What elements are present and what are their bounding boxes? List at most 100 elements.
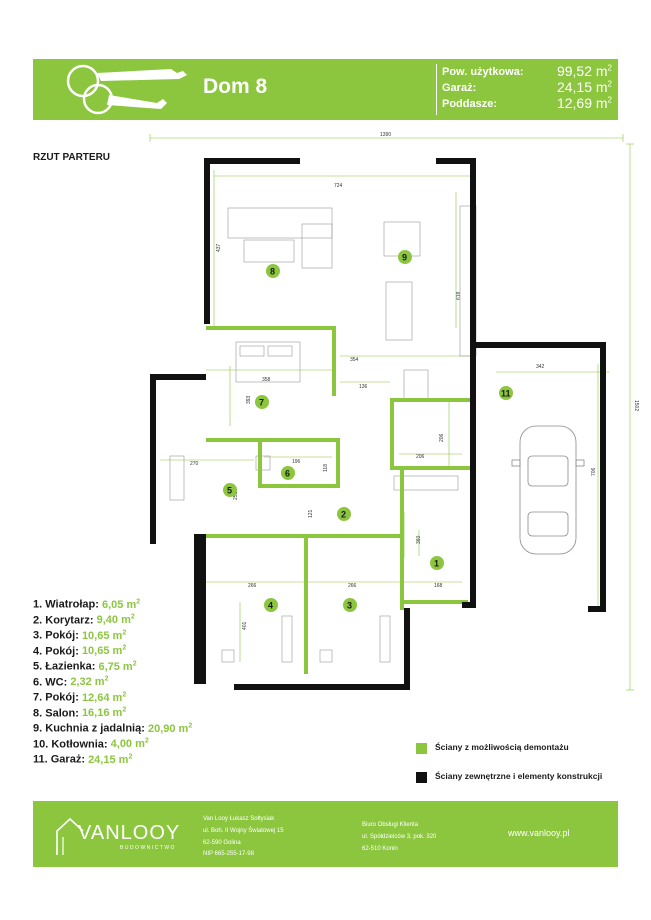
svg-text:5: 5 xyxy=(227,486,232,496)
room-area: 24,15 m2 xyxy=(88,753,133,766)
room-area: 9,40 m2 xyxy=(96,613,135,627)
car-icon xyxy=(511,425,585,555)
dimension-lines xyxy=(149,134,634,691)
room-area: 10,65 m2 xyxy=(81,629,127,642)
svg-text:8: 8 xyxy=(270,267,275,277)
legend-label: Ściany z możliwością demontażu xyxy=(435,742,569,752)
keys-icon xyxy=(66,64,187,115)
svg-text:3: 3 xyxy=(347,601,352,611)
company-line: ul. Boh. II Wojny Światowej 15 xyxy=(203,828,284,834)
room-badges: 8 9 7 11 6 5 2 1 4 3 xyxy=(223,250,513,612)
company-line: NIP 665-255-17-98 xyxy=(203,851,254,857)
room-list-item: 9. Kuchnia z jadalnią: 20,90 m2 xyxy=(33,722,192,738)
svg-text:2: 2 xyxy=(341,510,346,520)
dim-total-height: 1502 xyxy=(633,400,639,411)
room-number: 1. xyxy=(33,598,43,611)
room-area: 6,75 m2 xyxy=(98,660,137,673)
room-list-item: 11. Garaż: 24,15 m2 xyxy=(33,753,192,769)
room-list-item: 4. Pokój: 10,65 m2 xyxy=(33,645,192,661)
floor-plan: 1390 1502 724 437 618 358 393 354 136 20… xyxy=(149,132,639,691)
dim-label: 251 xyxy=(233,491,239,500)
header-divider xyxy=(436,64,437,115)
room-number: 10. xyxy=(33,738,49,751)
office-line: Biuro Obsługi Klienta xyxy=(362,822,419,828)
footer-banner: VANLOOY BUDOWNICTWO Van Looy Łukasz Sołt… xyxy=(33,801,618,867)
dim-label: 266 xyxy=(348,583,357,589)
dim-label: 354 xyxy=(350,357,359,363)
dim-label: 358 xyxy=(262,377,271,383)
dim-label: 618 xyxy=(456,291,462,300)
room-name: Korytarz: xyxy=(45,614,94,627)
plan-subtitle: RZUT PARTERU xyxy=(33,152,111,163)
svg-text:4: 4 xyxy=(268,601,273,611)
svg-text:1: 1 xyxy=(434,559,439,569)
room-area: 4,00 m2 xyxy=(110,737,149,751)
dim-label: 401 xyxy=(242,621,248,630)
dim-label: 121 xyxy=(308,509,314,518)
legend-swatch xyxy=(416,743,427,754)
room-name: Garaż: xyxy=(50,753,85,766)
website-link[interactable]: www.vanlooy.pl xyxy=(508,828,570,838)
exterior-walls xyxy=(150,158,606,690)
room-name: Pokój: xyxy=(45,691,79,704)
room-name: Kotłownia: xyxy=(51,738,108,751)
room-area: 16,16 m2 xyxy=(81,706,127,720)
legend-label: Ściany zewnętrzne i elementy konstrukcji xyxy=(435,771,603,781)
dim-label: 266 xyxy=(248,583,257,589)
legend-swatch xyxy=(416,772,427,783)
area-label: Pow. użytkowa: xyxy=(442,66,524,78)
room-number: 7. xyxy=(33,691,43,704)
brand-sub: BUDOWNICTWO xyxy=(120,845,176,851)
removable-walls xyxy=(200,326,470,674)
office-line: 62-510 Konin xyxy=(362,846,398,852)
dim-label: 342 xyxy=(536,364,545,370)
room-number: 2. xyxy=(33,614,43,627)
room-list-item: 3. Pokój: 10,65 m2 xyxy=(33,629,192,645)
room-number: 5. xyxy=(33,660,43,673)
area-value: 99,52 m2 xyxy=(556,63,612,79)
area-value: 24,15 m2 xyxy=(556,79,612,95)
room-name: Pokój: xyxy=(45,645,79,658)
area-label: Poddasze: xyxy=(442,98,498,110)
dim-label: 706 xyxy=(591,467,597,476)
dim-label: 270 xyxy=(190,461,199,467)
room-area: 6,05 m2 xyxy=(102,598,141,611)
room-list-item: 10. Kotłownia: 4,00 m2 xyxy=(33,738,192,754)
house-title: Dom 8 xyxy=(203,75,268,98)
brand-name: VANLOOY xyxy=(78,822,181,844)
area-value: 12,69 m2 xyxy=(556,95,612,111)
vanlooy-logo-icon xyxy=(56,817,84,855)
area-label: Garaż: xyxy=(442,82,477,94)
dim-label: 118 xyxy=(323,464,329,472)
room-list-item: 5. Łazienka: 6,75 m2 xyxy=(33,660,192,676)
room-name: Łazienka: xyxy=(45,660,96,673)
room-list-item: 7. Pokój: 12,64 m2 xyxy=(33,691,192,707)
company-line: 62-590 Golina xyxy=(203,840,241,846)
svg-text:9: 9 xyxy=(402,253,407,263)
room-number: 3. xyxy=(33,629,43,642)
dim-label: 206 xyxy=(439,433,445,442)
room-list-item: 2. Korytarz: 9,40 m2 xyxy=(33,614,192,630)
room-number: 6. xyxy=(33,676,43,689)
room-name: Salon: xyxy=(45,707,79,720)
dim-label: 136 xyxy=(359,384,368,390)
svg-text:11: 11 xyxy=(501,389,511,399)
furniture xyxy=(169,205,477,663)
room-name: Kuchnia z jadalnią: xyxy=(45,722,145,735)
dim-label: 393 xyxy=(246,395,252,404)
dim-label: 168 xyxy=(434,583,443,589)
dim-label: 360 xyxy=(416,535,422,544)
dim-label: 206 xyxy=(416,454,425,460)
room-list-item: 6. WC: 2,32 m2 xyxy=(33,676,192,692)
room-area: 10,65 m2 xyxy=(81,644,127,658)
room-number: 4. xyxy=(33,645,43,658)
dim-total-width: 1390 xyxy=(380,132,391,138)
office-line: ul. Spółdzielców 3, pok. 320 xyxy=(362,834,437,840)
dim-label: 437 xyxy=(216,243,222,252)
dim-label: 724 xyxy=(334,183,343,189)
room-name: Pokój: xyxy=(45,629,79,642)
svg-text:7: 7 xyxy=(259,398,264,408)
room-list-item: 8. Salon: 16,16 m2 xyxy=(33,707,192,723)
room-name: WC: xyxy=(45,676,68,689)
